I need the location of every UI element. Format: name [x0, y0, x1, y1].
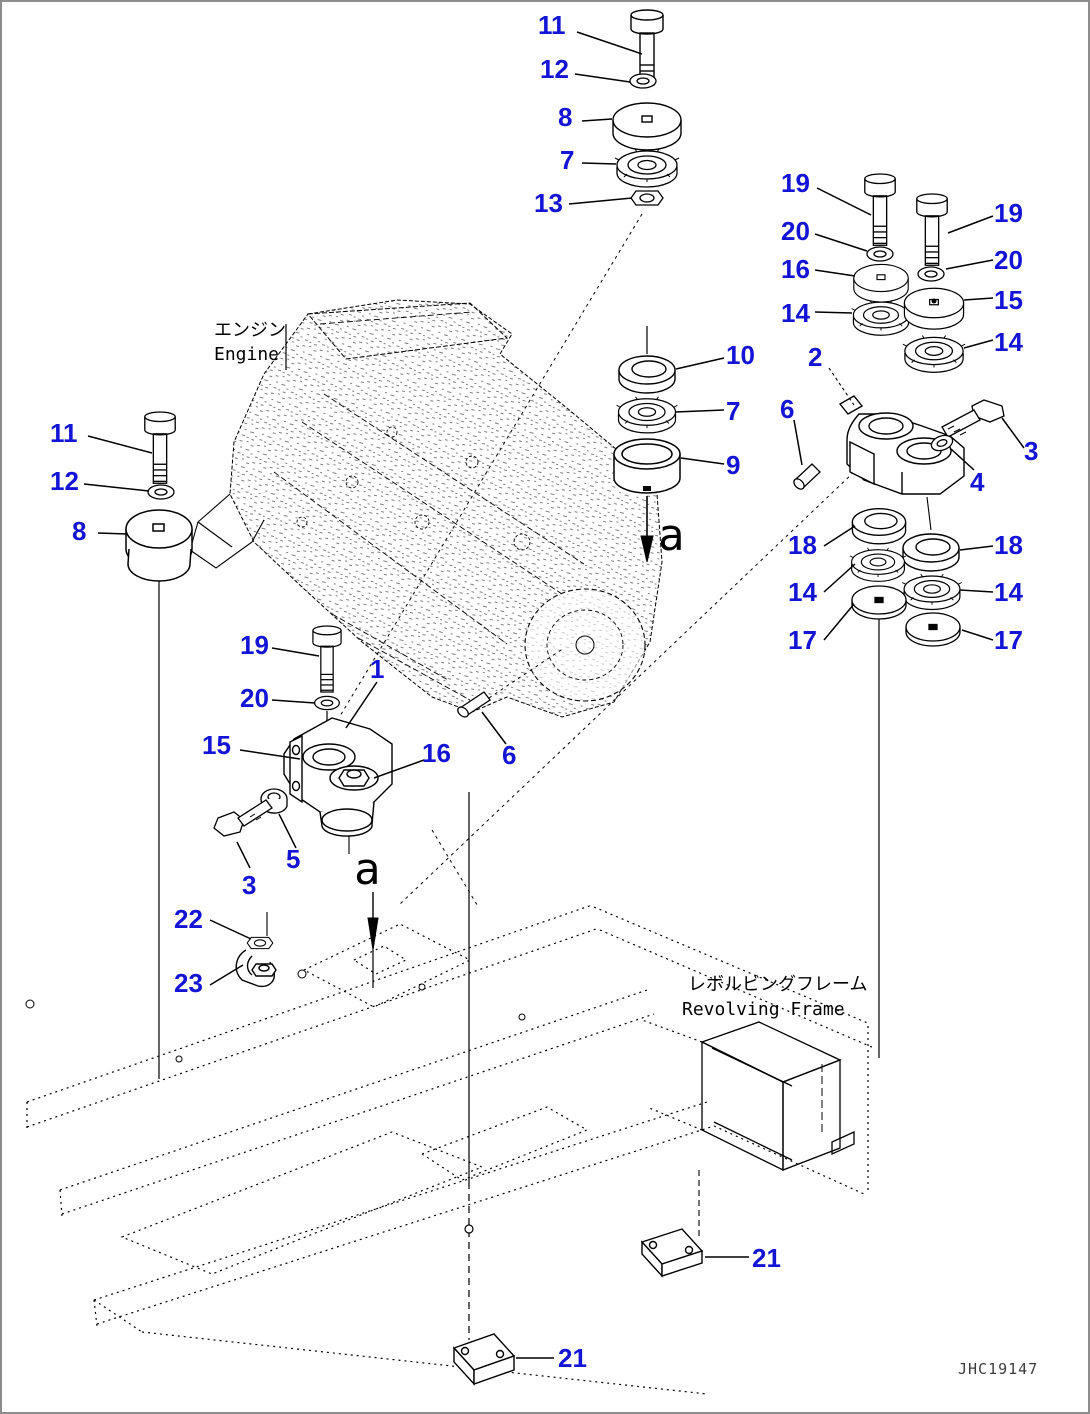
- part-plate-21-bottom: [452, 1333, 516, 1386]
- part-cushion-14-right1: [850, 299, 912, 336]
- part-washer-20-right1: [866, 246, 894, 262]
- part-pin-6-mid: [457, 691, 491, 718]
- callout-10: 10: [726, 340, 755, 370]
- part-cap-8-top: [612, 102, 682, 151]
- revolving-frame-label-jp: レボルビングフレーム: [688, 974, 868, 995]
- callout-19-right2: 19: [994, 198, 1023, 228]
- callout-20-right1: 20: [781, 216, 810, 246]
- callout-3-right: 3: [1024, 436, 1039, 466]
- leader-lines: [83, 31, 1025, 1359]
- callout-18-right: 18: [994, 530, 1023, 560]
- part-cap-15: [903, 287, 965, 330]
- part-washer-20-mid: [314, 695, 340, 711]
- callout-5: 5: [286, 844, 301, 874]
- section-marker-a-top: a: [658, 510, 685, 561]
- engine-drawing: [189, 299, 663, 718]
- part-nut-13: [630, 190, 664, 206]
- callout-20-mid: 20: [240, 683, 269, 713]
- section-marker-a-bottom: a: [354, 844, 381, 895]
- callout-13: 13: [534, 188, 563, 218]
- callout-18-left: 18: [788, 530, 817, 560]
- revolving-frame-drawing: [25, 904, 875, 1395]
- callout-8-left: 8: [72, 516, 87, 546]
- frame-beam-drawing: [700, 1021, 855, 1172]
- callout-9: 9: [726, 450, 741, 480]
- part-bolt-3-right: [941, 399, 1005, 438]
- callout-14-left3: 14: [788, 577, 817, 607]
- callout-7-top: 7: [560, 145, 575, 175]
- section-arrow-a-bottom: [367, 892, 379, 988]
- part-ring-10: [618, 355, 676, 394]
- callout-8-top: 8: [558, 102, 573, 132]
- part-bolt-19-right2: [916, 193, 948, 266]
- part-ring-18-right: [902, 533, 960, 572]
- part-cap-16: [853, 263, 909, 303]
- part-cushion-14-left3: [849, 547, 907, 582]
- callout-6-mid: 6: [502, 740, 517, 770]
- part-bolt-3-mid: [213, 799, 273, 837]
- callout-15-right: 15: [994, 285, 1023, 315]
- part-washer-12-top: [629, 73, 657, 89]
- part-bolt-19-mid: [312, 625, 342, 693]
- callout-7-mid: 7: [726, 396, 741, 426]
- part-bolt-11-left: [144, 411, 176, 484]
- callout-14-right3: 14: [994, 577, 1023, 607]
- part-washer-4: [930, 434, 954, 452]
- callout-1: 1: [370, 654, 385, 684]
- part-clamp-23: [235, 949, 277, 988]
- callout-2: 2: [808, 342, 823, 372]
- callout-12-left: 12: [50, 466, 79, 496]
- part-cushion-7-top: [614, 148, 680, 188]
- part-cup-9: [613, 438, 681, 494]
- part-washer-20-right2: [917, 266, 945, 282]
- callout-12-top: 12: [540, 54, 569, 84]
- part-bolt-19-right1: [864, 173, 896, 246]
- callout-19-mid: 19: [240, 630, 269, 660]
- callout-20-right2: 20: [994, 245, 1023, 275]
- drawing-code: JHC19147: [958, 1360, 1039, 1378]
- callout-15-mid: 15: [202, 730, 231, 760]
- callout-4: 4: [970, 467, 985, 497]
- callout-3-mid: 3: [242, 870, 257, 900]
- construction-lines: [158, 213, 932, 1340]
- callout-23: 23: [174, 968, 203, 998]
- part-cushion-14-right3: [901, 573, 963, 611]
- callout-16-mid: 16: [422, 738, 451, 768]
- part-washer-17-left: [851, 585, 907, 620]
- callout-17-right: 17: [994, 625, 1023, 655]
- callout-14-right2: 14: [994, 327, 1023, 357]
- part-bracket-1: [283, 717, 393, 837]
- callout-16-right: 16: [781, 254, 810, 284]
- part-washer-12-left: [147, 484, 175, 500]
- section-arrow-a-top: [640, 496, 654, 563]
- revolving-frame-label-en: Revolving Frame: [682, 999, 845, 1020]
- part-nut-22: [246, 936, 274, 950]
- engine-label-jp: エンジン: [214, 320, 286, 341]
- callout-22: 22: [174, 904, 203, 934]
- part-plate-21-right: [640, 1228, 704, 1278]
- part-cushion-7-mid: [615, 396, 679, 434]
- callout-14-right1: 14: [781, 298, 810, 328]
- part-ring-18-left: [851, 508, 907, 545]
- callout-11-left: 11: [50, 418, 78, 448]
- part-cap-8-left: [125, 509, 193, 582]
- callout-11-top: 11: [538, 10, 566, 40]
- callout-19-right1: 19: [781, 168, 810, 198]
- callout-21-bottom: 21: [558, 1343, 587, 1373]
- callout-17-left: 17: [788, 625, 817, 655]
- part-pin-6-right: [793, 463, 821, 490]
- engine-label-en: Engine: [214, 344, 280, 365]
- callout-21-right: 21: [752, 1243, 781, 1273]
- callout-6-right: 6: [780, 394, 795, 424]
- part-washer-17-right: [905, 612, 961, 647]
- part-cushion-14-right2: [902, 334, 966, 373]
